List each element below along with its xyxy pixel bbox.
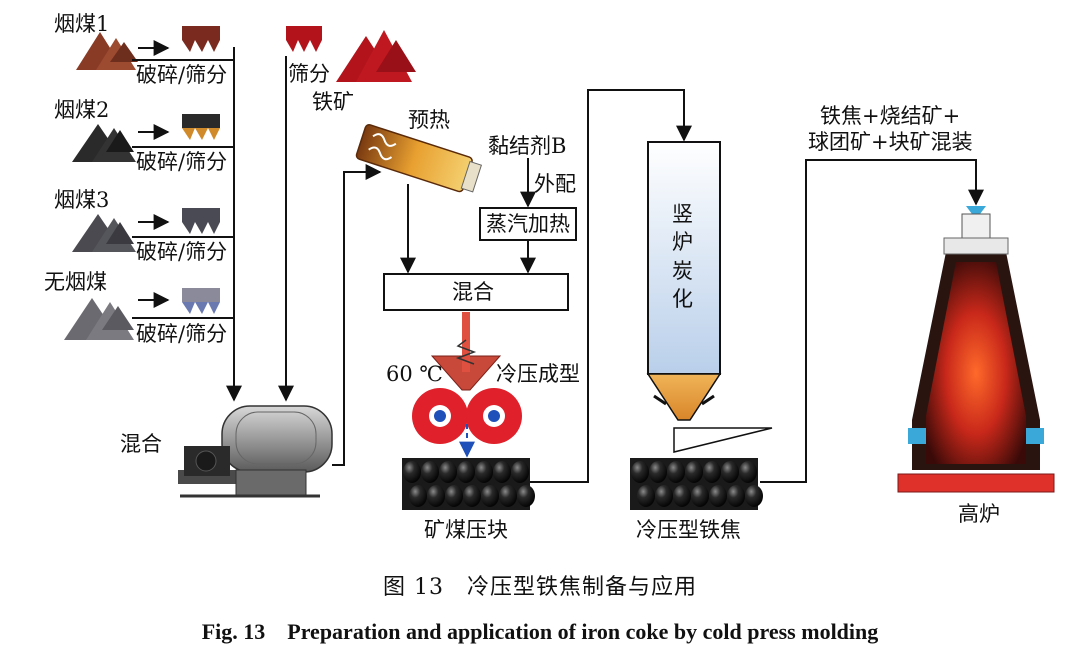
briquette-piece [427,485,445,507]
briquette-piece [457,461,475,483]
coal-1-label: 烟煤1 [54,12,110,36]
mixing-2-label: 混合 [452,280,494,304]
briquette-piece [667,461,685,483]
briquette-piece [709,485,727,507]
cold-coke-label: 冷压型铁焦 [636,518,741,542]
briquette-piece [745,485,763,507]
briquette-piece [463,485,481,507]
coal-group-1 [76,26,234,70]
blast-furnace-label: 高炉 [958,502,1000,526]
ore-coal-briquettes [402,458,535,510]
ore-group [278,26,416,402]
coal-3-label: 烟煤3 [54,188,110,212]
anthracite-label: 无烟煤 [44,270,107,294]
charge-line-1: 铁焦+烧结矿+ [820,104,961,128]
shaft-furnace-label: 竖炉炭化 [672,202,693,312]
preheater-icon [355,124,483,193]
hopper-1-icon [182,26,220,52]
briquette-piece [631,461,649,483]
hopper-2-icon [182,114,220,140]
briquette-piece [703,461,721,483]
charge-line-2: 球团矿+块矿混装 [808,130,973,154]
mixer-to-preheat-line [332,164,382,466]
ore-hopper-icon [286,26,322,52]
mixing-box [383,273,569,311]
coal-group-3 [72,208,234,252]
ore-label: 铁矿 [312,90,354,114]
briquette-piece [421,461,439,483]
binder-label: 黏结剂B [488,134,567,158]
coal-1-process-label: 破碎/筛分 [136,63,228,87]
briquette-piece [517,485,535,507]
mixer-machine [178,405,333,498]
coal-group-2 [72,114,234,162]
external-label: 外配 [534,172,576,196]
briquette-piece [691,485,709,507]
steam-heating-box [479,207,577,241]
briquette-piece [721,461,739,483]
figure-caption-english: Fig. 13 Preparation and application of i… [201,619,879,644]
briquette-to-shaft-line [530,89,692,483]
briquette-piece [649,461,667,483]
briquette-piece [403,461,421,483]
anthracite-process-label: 破碎/筛分 [136,322,228,346]
mixing-1-label: 混合 [120,432,162,456]
briquette-piece [445,485,463,507]
briquette-piece [493,461,511,483]
coal-group-4 [64,288,234,340]
temperature-label: 60 ℃ [386,362,443,386]
coke-to-furnace-line [760,159,984,483]
coal-2-process-label: 破碎/筛分 [136,150,228,174]
briquette-piece [739,461,757,483]
coal-3-process-label: 破碎/筛分 [136,240,228,264]
ore-process-label: 筛分 [288,62,330,86]
briquette-piece [637,485,655,507]
briquette-piece [511,461,529,483]
hopper-3-icon [182,208,220,234]
briquette-piece [481,485,499,507]
blast-furnace [897,206,1055,493]
briquette-piece [727,485,745,507]
briquette-piece [475,461,493,483]
briquette-piece [655,485,673,507]
briquette-piece [409,485,427,507]
cold-pressed-iron-coke [630,458,763,510]
briquette-piece [499,485,517,507]
coal-2-label: 烟煤2 [54,98,110,122]
cold-press-icon [412,312,522,458]
preheat-label: 预热 [408,108,450,132]
briquette-label: 矿煤压块 [424,518,508,542]
shaft-furnace [646,141,773,453]
briquette-piece [673,485,691,507]
hopper-4-icon [182,288,220,314]
briquette-piece [685,461,703,483]
briquette-piece [439,461,457,483]
steam-heating-label: 蒸汽加热 [486,212,570,236]
cold-press-label: 冷压成型 [496,362,580,386]
figure-caption-chinese: 图 13 冷压型铁焦制备与应用 [383,575,697,600]
